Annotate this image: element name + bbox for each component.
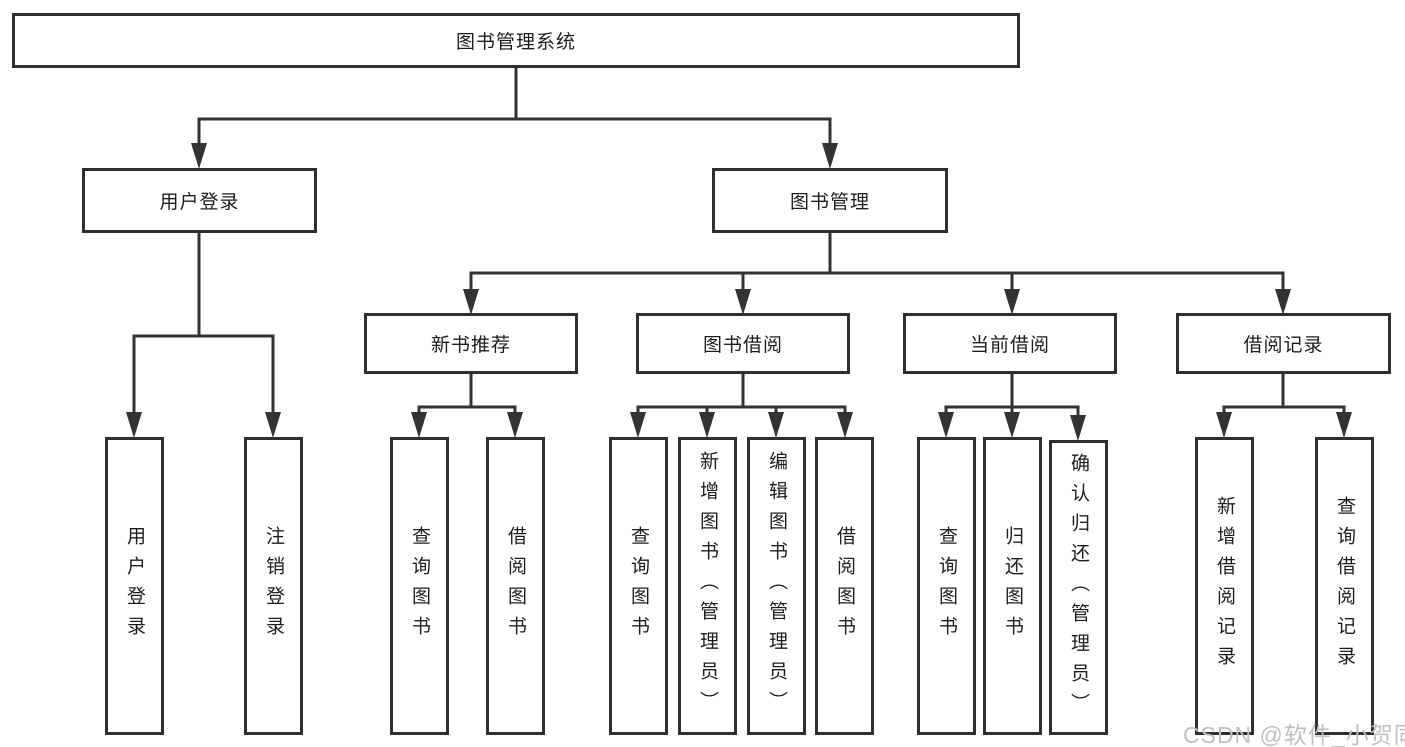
csdn-watermark: CSDN @软件_小贺同学 [1183,722,1405,747]
node-user-login-branch: 用户登录 [82,168,317,233]
node-current-borrowing: 当前借阅 [903,313,1117,374]
node-leaf-current-return: 归还图书 [983,437,1042,735]
node-leaf-record-add: 新增借阅记录 [1195,437,1254,735]
node-user-login-branch-label: 用户登录 [159,192,240,213]
node-leaf-newbook-query-label: 查询图书 [409,526,430,646]
node-book-management-branch: 图书管理 [712,168,948,233]
connector-borrowing-to-leaves [630,372,853,438]
node-leaf-borrowing-borrow-label: 借阅图书 [834,526,855,646]
connector-root-to-level2 [191,66,838,169]
node-new-book-recommend: 新书推荐 [364,313,578,374]
node-book-borrowing: 图书借阅 [636,313,850,374]
connector-userlogin-to-leaves [126,231,281,438]
node-borrowing-records-label: 借阅记录 [1243,335,1324,356]
node-book-management-branch-label: 图书管理 [789,192,870,213]
node-root-system-label: 图书管理系统 [455,32,576,53]
node-leaf-current-query: 查询图书 [917,437,976,735]
node-current-borrowing-label: 当前借阅 [969,335,1050,356]
node-leaf-newbook-borrow-label: 借阅图书 [505,526,526,646]
node-borrowing-records: 借阅记录 [1176,313,1391,374]
node-leaf-logout-label: 注销登录 [263,526,284,646]
node-leaf-newbook-borrow: 借阅图书 [486,437,545,735]
node-leaf-borrowing-borrow: 借阅图书 [815,437,874,735]
node-leaf-user-login-label: 用户登录 [124,526,145,646]
connector-newbook-to-leaves [411,372,523,438]
node-leaf-newbook-query: 查询图书 [390,437,449,735]
node-leaf-logout: 注销登录 [244,437,303,735]
node-leaf-current-query-label: 查询图书 [936,526,957,646]
node-leaf-borrowing-edit-label: 编辑图书（管理员） [766,451,787,721]
node-leaf-current-confirm-return: 确认归还（管理员） [1049,440,1108,735]
node-book-borrowing-label: 图书借阅 [702,335,783,356]
node-leaf-borrowing-query: 查询图书 [609,437,668,735]
node-leaf-current-confirm-return-label: 确认归还（管理员） [1068,452,1089,723]
node-leaf-borrowing-add-label: 新增图书（管理员） [697,451,718,721]
node-leaf-record-add-label: 新增借阅记录 [1214,496,1235,676]
connector-current-to-leaves [938,372,1086,441]
node-leaf-borrowing-query-label: 查询图书 [628,526,649,646]
node-leaf-record-query: 查询借阅记录 [1315,437,1374,735]
node-leaf-current-return-label: 归还图书 [1002,526,1023,646]
node-root-system: 图书管理系统 [12,13,1020,68]
node-leaf-borrowing-edit: 编辑图书（管理员） [747,437,806,735]
connector-records-to-leaves [1216,372,1352,438]
node-leaf-user-login: 用户登录 [105,437,164,735]
node-leaf-record-query-label: 查询借阅记录 [1334,496,1355,676]
connector-bookmgmt-to-level3 [463,231,1291,315]
node-leaf-borrowing-add: 新增图书（管理员） [678,437,737,735]
node-new-book-recommend-label: 新书推荐 [430,335,511,356]
